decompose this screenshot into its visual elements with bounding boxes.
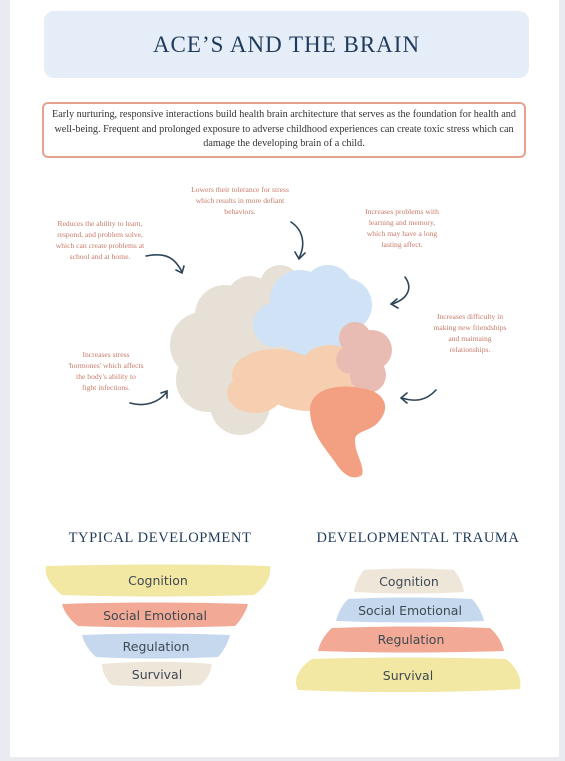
arrows bbox=[129, 221, 437, 406]
arrow-right-top-icon bbox=[389, 276, 410, 309]
brain-parietal-lobe bbox=[336, 322, 392, 393]
typical-tier-survival: Survival bbox=[100, 661, 214, 687]
brain-illustration bbox=[129, 221, 437, 478]
note-friendships: Increases difficulty in making new frien… bbox=[433, 312, 507, 354]
trauma-tier-label: Social Emotional bbox=[358, 602, 462, 618]
typical-tier-label: Regulation bbox=[122, 638, 190, 654]
intro-box: Early nurturing, responsive interactions… bbox=[42, 102, 526, 158]
note-learning-memory: Increases problems with learning and mem… bbox=[365, 207, 439, 249]
trauma-tier-label: Cognition bbox=[379, 573, 439, 589]
typical-tier-social-emotional: Social Emotional bbox=[60, 602, 250, 628]
intro-text: Early nurturing, responsive interactions… bbox=[52, 109, 516, 149]
trauma-tier-regulation: Regulation bbox=[316, 626, 506, 653]
page-title: ACE’S AND THE BRAIN bbox=[152, 31, 421, 57]
note-problem-solving: Reduces the ability to learn, respond, a… bbox=[55, 219, 145, 261]
typical-tier-label: Survival bbox=[131, 666, 183, 682]
trauma-tier-cognition: Cognition bbox=[352, 568, 466, 594]
developmental-trauma-heading: DEVELOPMENTAL TRAUMA bbox=[316, 530, 520, 546]
note-stress-hormones: Increases stress 'hormones' which affect… bbox=[68, 350, 144, 392]
trauma-tier-label: Survival bbox=[382, 667, 434, 683]
note-stress-tolerance: Lowers their tolerance for stress which … bbox=[191, 185, 289, 216]
typical-tier-label: Social Emotional bbox=[103, 607, 207, 623]
title-banner: ACE’S AND THE BRAIN bbox=[44, 11, 529, 78]
typical-tier-regulation: Regulation bbox=[80, 633, 232, 659]
typical-development-heading: TYPICAL DEVELOPMENT bbox=[68, 530, 252, 546]
arrow-top-icon bbox=[290, 221, 306, 261]
trauma-tier-label: Regulation bbox=[377, 632, 445, 647]
arrow-right-bottom-icon bbox=[399, 389, 437, 404]
arrow-left-top-icon bbox=[145, 254, 185, 275]
page: ACE’S AND THE BRAIN Early nurturing, res… bbox=[10, 0, 559, 757]
typical-tier-cognition: Cognition bbox=[42, 563, 274, 597]
trauma-tier-survival: Survival bbox=[292, 657, 524, 693]
brain-stem bbox=[310, 386, 386, 478]
trauma-tier-social-emotional: Social Emotional bbox=[334, 597, 486, 623]
typical-tier-label: Cognition bbox=[128, 572, 188, 588]
brain-frontal-lobe bbox=[253, 265, 372, 358]
arrow-left-bottom-icon bbox=[129, 389, 168, 406]
